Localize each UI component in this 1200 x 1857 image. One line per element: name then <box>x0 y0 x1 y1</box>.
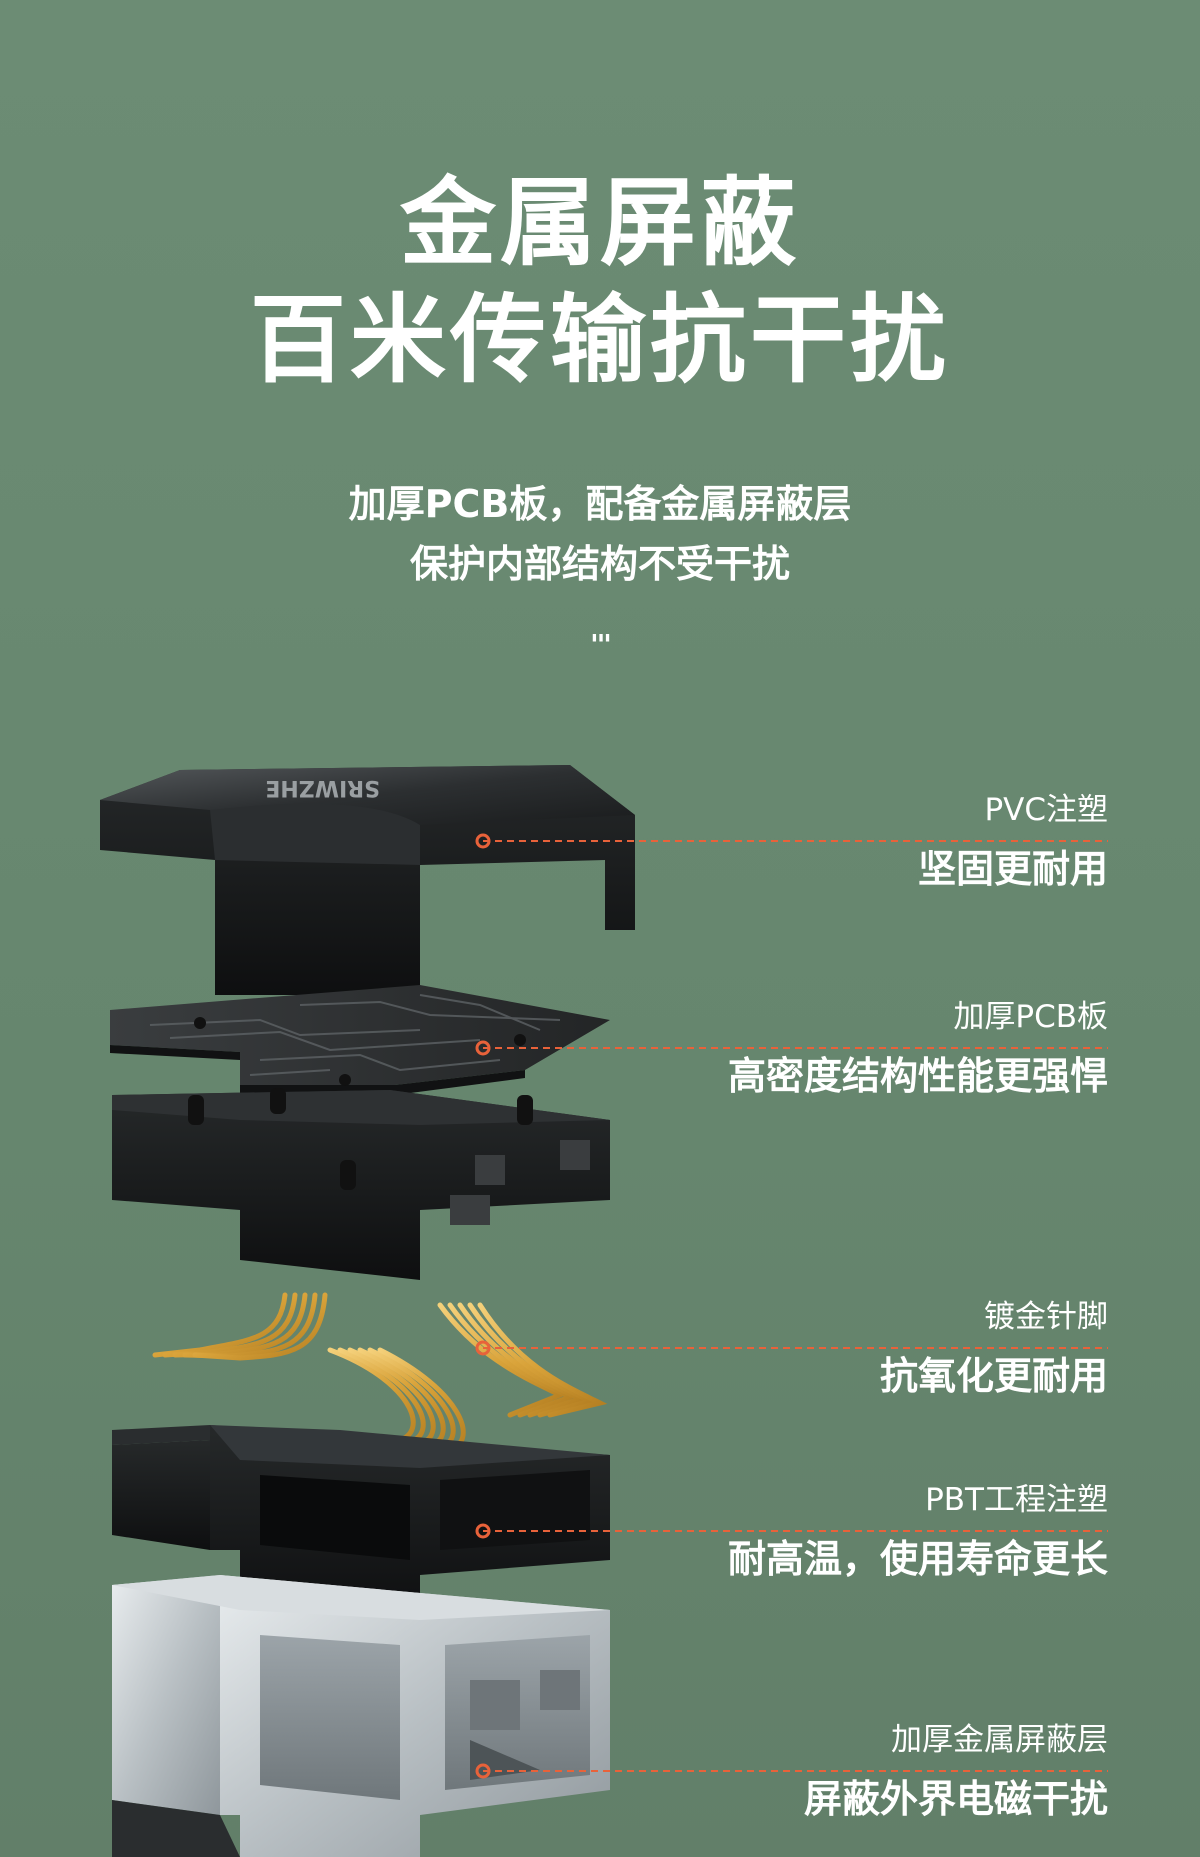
headline-line-2: 百米传输抗干扰 <box>250 284 950 396</box>
pbt-housing <box>112 1425 610 1615</box>
callout-pbt-title: PBT工程注塑 <box>925 1482 1108 1518</box>
callout-pvc-desc: 坚固更耐用 <box>917 847 1108 891</box>
callout-pcb: 加厚PCB板 高密度结构性能更强悍 <box>728 997 1108 1101</box>
callout-pbt: PBT工程注塑 耐高温，使用寿命更长 <box>728 1480 1108 1584</box>
metal-shield <box>112 1575 610 1857</box>
inner-housing <box>112 1088 610 1280</box>
callout-leaders <box>483 840 1108 1772</box>
callout-metal-shield-title: 加厚金属屏蔽层 <box>891 1722 1108 1758</box>
callout-pcb-title: 加厚PCB板 <box>953 999 1108 1035</box>
pcb-board <box>110 985 610 1095</box>
callout-pvc-title: PVC注塑 <box>984 792 1108 828</box>
pvc-cap: SRIWZHE <box>100 765 635 995</box>
callout-gold-pins-title: 镀金针脚 <box>984 1299 1108 1335</box>
callout-pbt-desc: 耐高温，使用寿命更长 <box>727 1537 1108 1581</box>
callout-dots <box>475 833 491 1779</box>
callout-gold-pins: 镀金针脚 抗氧化更耐用 <box>880 1297 1108 1401</box>
callout-pcb-desc: 高密度结构性能更强悍 <box>727 1054 1108 1098</box>
subtitle-line-1: 加厚PCB板，配备金属屏蔽层 <box>348 482 852 526</box>
callout-metal-shield: 加厚金属屏蔽层 屏蔽外界电磁干扰 <box>804 1720 1108 1824</box>
brand-logo: SRIWZHE <box>265 775 380 800</box>
callout-metal-shield-desc: 屏蔽外界电磁干扰 <box>803 1777 1108 1821</box>
scroll-down-icon: ''' <box>590 628 612 661</box>
headline-line-1: 金属屏蔽 <box>400 167 800 279</box>
callout-pvc: PVC注塑 坚固更耐用 <box>918 790 1108 894</box>
subtitle-line-2: 保护内部结构不受干扰 <box>409 542 790 586</box>
exploded-connector-illustration: SRIWZHE <box>100 765 1108 1857</box>
callout-gold-pins-desc: 抗氧化更耐用 <box>879 1354 1108 1398</box>
